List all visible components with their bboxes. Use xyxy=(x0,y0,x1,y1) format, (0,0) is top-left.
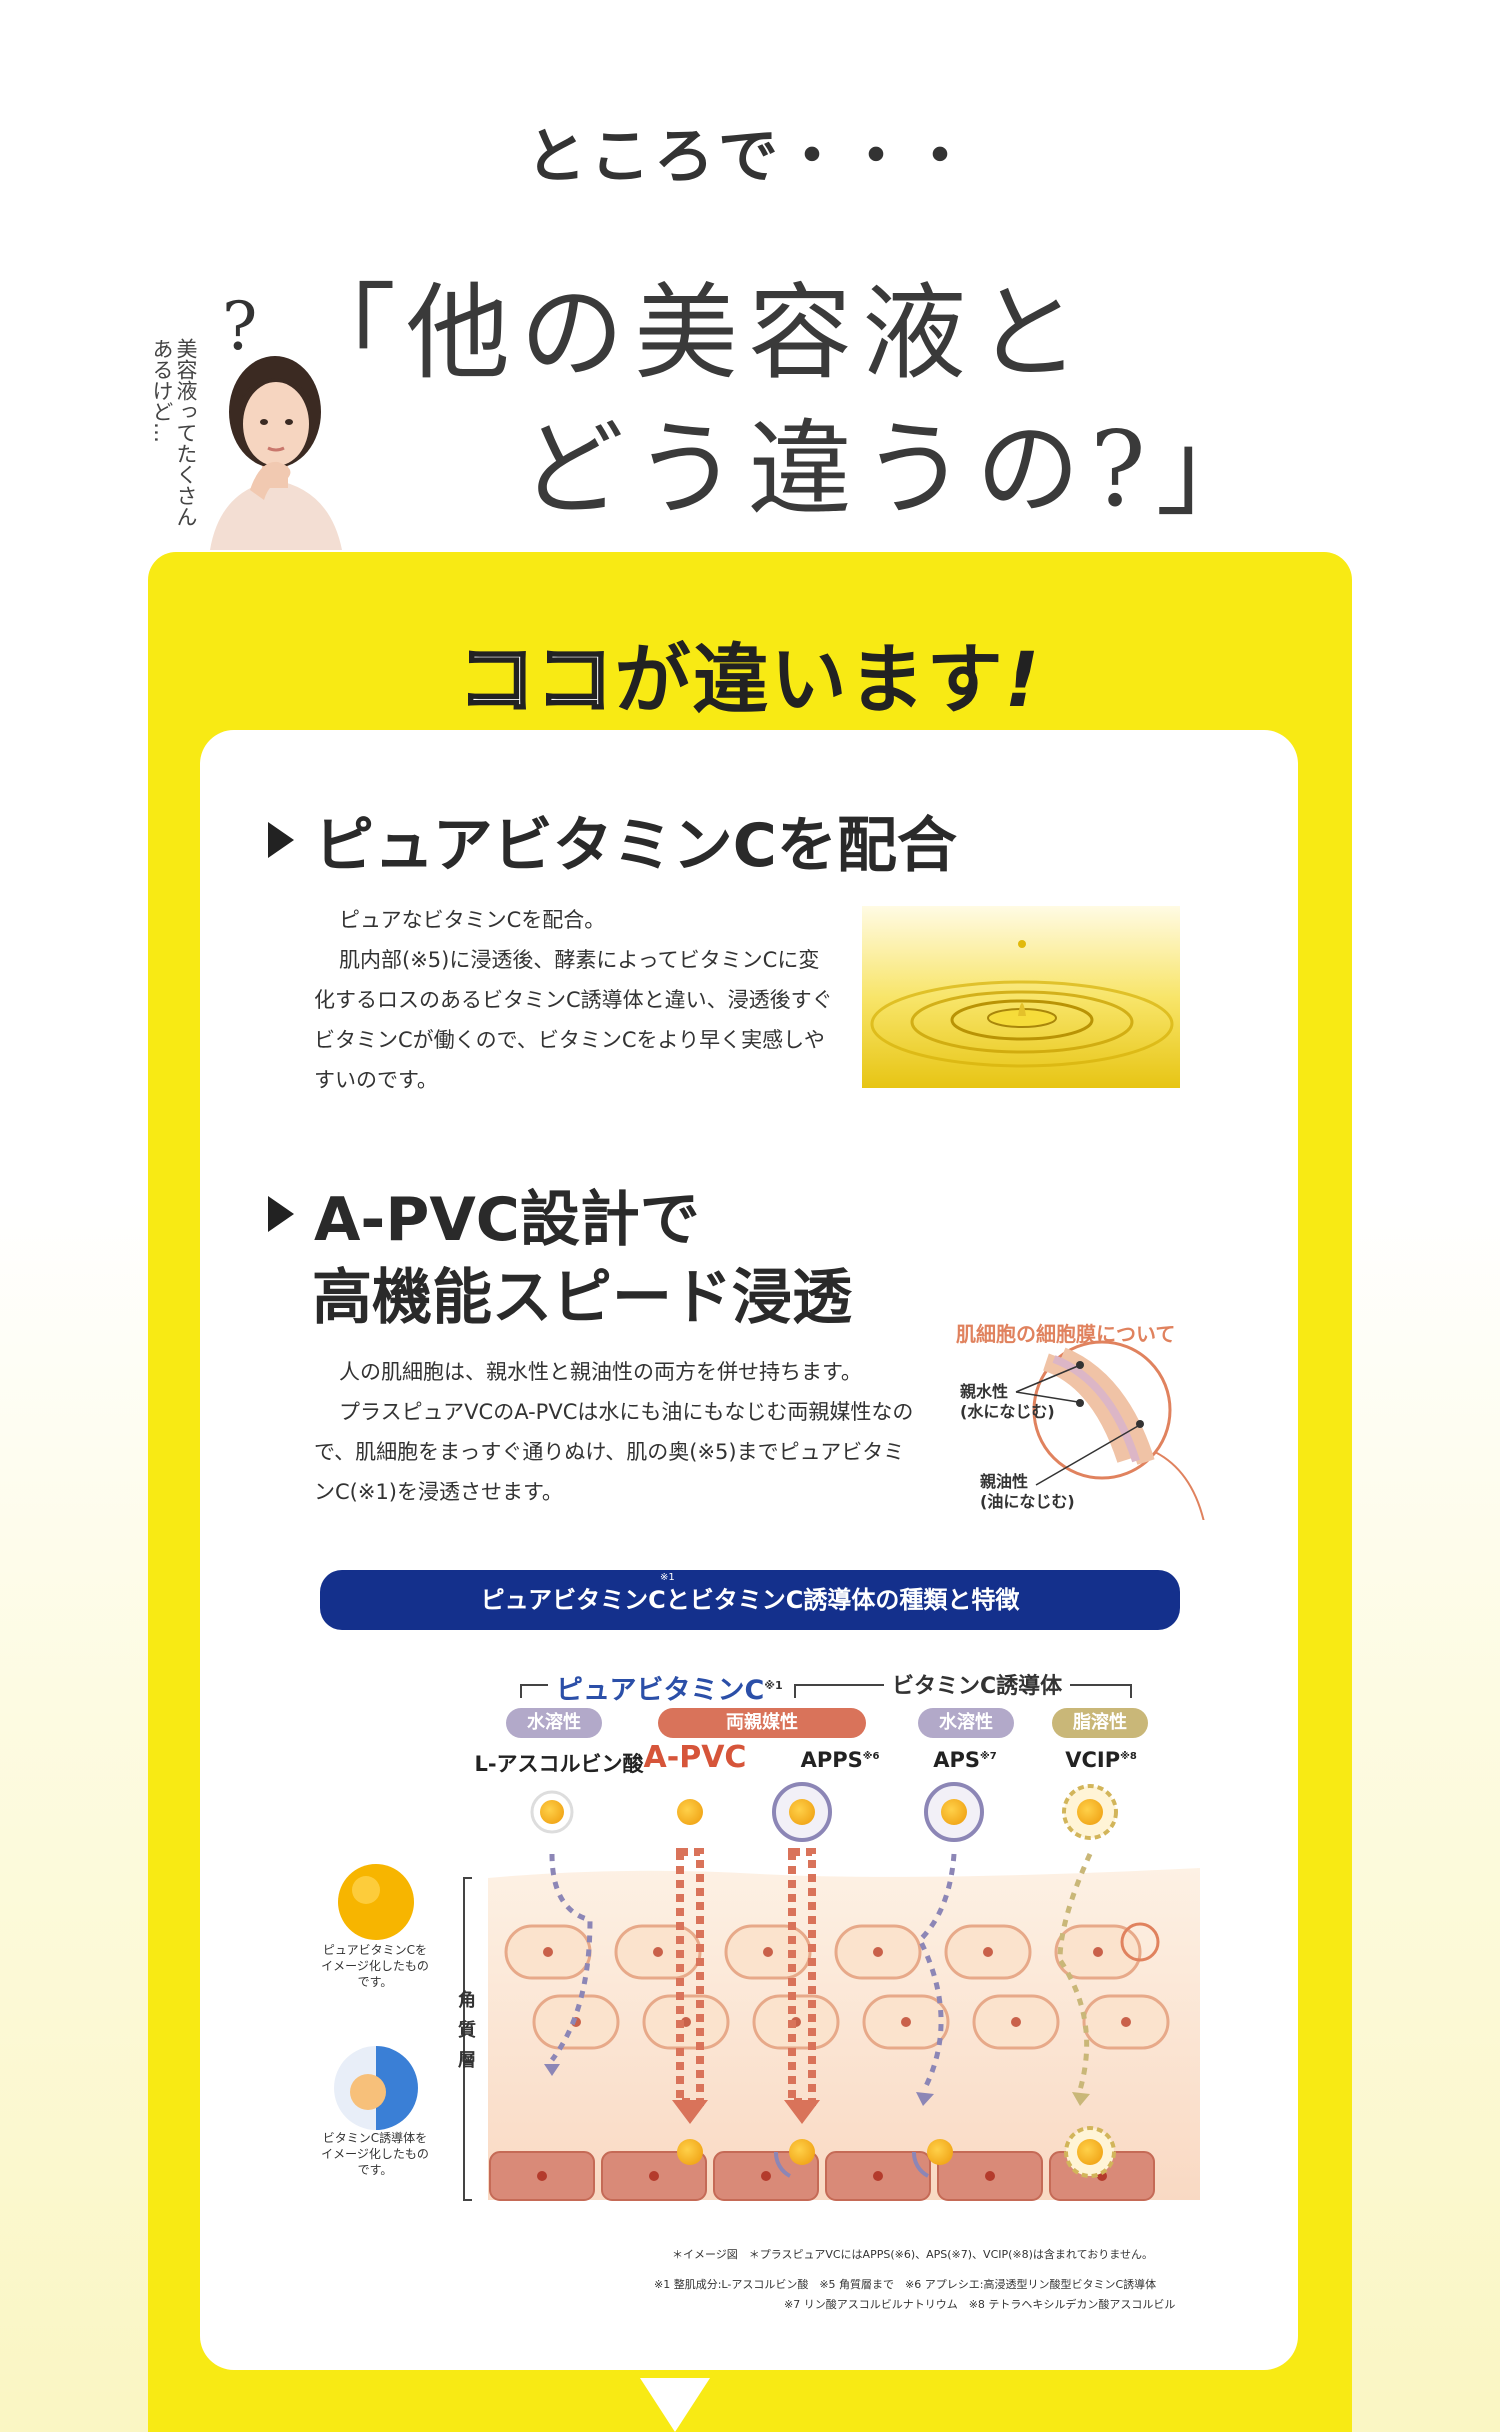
col3-name: APPS※6 xyxy=(790,1748,890,1772)
question-mark: ? xyxy=(222,288,258,365)
panel-arrow-notch xyxy=(640,2378,710,2432)
section1-paragraph2: 肌内部(※5)に浸透後、酵素によってビタミンCに変化するロスのあるビタミンC誘導… xyxy=(314,948,833,1092)
woman-caption: 美容液ってたくさんあるけど… xyxy=(150,338,198,527)
col4-name-text: APS xyxy=(933,1748,981,1772)
col1-name: L-アスコルビン酸 xyxy=(474,1752,644,1776)
comparison-banner: ピュアビタミンCとビタミンC誘導体の種類と特徴 xyxy=(320,1570,1180,1630)
membrane-label-lipophilic: 親油性(油になじむ) xyxy=(980,1472,1075,1512)
image-footnote: ＊イメージ図 ＊プラスピュアVCにはAPPS(※6)、APS(※7)、VCIP(… xyxy=(672,2248,1153,2261)
col5-name-text: VCIP xyxy=(1065,1748,1121,1772)
section1-heading-text: ピュアビタミンCを配合 xyxy=(314,811,957,881)
group-pure-label: ピュアビタミンC※1 xyxy=(548,1668,791,1707)
col2-name: A-PVC xyxy=(643,1740,747,1775)
col5-name: VCIP※8 xyxy=(1056,1748,1146,1772)
triangle-bullet-icon xyxy=(268,822,294,858)
hydrophilic-sub: (水になじむ) xyxy=(960,1402,1055,1421)
col3-note: ※6 xyxy=(862,1751,880,1762)
section2-heading-line2: 高機能スピード浸透 xyxy=(312,1263,852,1333)
lead-text: ところで・・・ xyxy=(526,122,974,192)
col4-note: ※7 xyxy=(980,1751,997,1762)
skin-penetration-diagram xyxy=(463,1782,1200,2201)
panel-title: ココが違います! xyxy=(0,618,1500,728)
pill-col2: 両親媒性 xyxy=(658,1708,866,1738)
panel-title-exclaim: ! xyxy=(1004,635,1042,724)
headline-line2: どう違うの?」 xyxy=(520,408,1270,530)
membrane-title: 肌細胞の細胞膜について xyxy=(956,1322,1176,1346)
legend-derivative-text: ビタミンC誘導体をイメージ化したものです。 xyxy=(321,2131,429,2177)
legend-pure-text: ピュアビタミンCをイメージ化したものです。 xyxy=(321,1943,429,1989)
hydrophilic-label: 親水性 xyxy=(960,1382,1009,1401)
lipophilic-sub: (油になじむ) xyxy=(980,1492,1075,1511)
citation-footnote-1: ※1 整肌成分:L-アスコルビン酸 ※5 角質層まで ※6 アプレシエ:高浸透型… xyxy=(654,2278,1157,2291)
group-pure-note: ※1 xyxy=(764,1679,783,1692)
stratum-corneum-label: 角質層 xyxy=(458,1990,476,2071)
section1-heading: ピュアビタミンCを配合 xyxy=(268,808,957,884)
banner-note: ※1 xyxy=(660,1572,675,1583)
section2-body: 人の肌細胞は、親水性と親油性の両方を併せ持ちます。 プラスピュアVCのA-PVC… xyxy=(314,1352,914,1512)
woman-thinking-photo xyxy=(210,356,342,550)
cell-membrane-diagram xyxy=(1015,1340,1205,1520)
pill-col4: 水溶性 xyxy=(918,1708,1014,1738)
col5-note: ※8 xyxy=(1120,1751,1137,1762)
panel-title-rest: が違います xyxy=(614,635,1005,724)
section2-heading-line1: A-PVC設計で xyxy=(314,1185,700,1255)
lipophilic-label: 親油性 xyxy=(980,1472,1029,1491)
headline-line1: 「他の美容液と xyxy=(292,272,1091,394)
membrane-label-hydrophilic: 親水性(水になじむ) xyxy=(960,1382,1055,1422)
vitamin-c-derivative-capsule-icon xyxy=(334,2046,418,2130)
section2-heading: A-PVC設計で xyxy=(268,1182,700,1258)
panel-title-highlight: ココ xyxy=(457,634,615,726)
pill-col1: 水溶性 xyxy=(506,1708,602,1738)
section1-paragraph1: ピュアなビタミンCを配合。 xyxy=(339,908,606,932)
pill-col5: 脂溶性 xyxy=(1052,1708,1148,1738)
vitamin-drop-photo xyxy=(862,906,1180,1088)
section1-body: ピュアなビタミンCを配合。 肌内部(※5)に浸透後、酵素によってビタミンCに変化… xyxy=(314,900,834,1100)
col4-name: APS※7 xyxy=(920,1748,1010,1772)
group-derivative-label: ビタミンC誘導体 xyxy=(884,1668,1071,1700)
pure-vitamin-c-ball-icon xyxy=(338,1864,414,1940)
section2-paragraph1: 人の肌細胞は、親水性と親油性の両方を併せ持ちます。 xyxy=(339,1360,862,1384)
triangle-bullet-icon xyxy=(268,1196,294,1232)
group-pure-text: ピュアビタミンC xyxy=(556,1675,765,1706)
col3-name-text: APPS xyxy=(800,1748,863,1772)
section2-paragraph2: プラスピュアVCのA-PVCは水にも油にもなじむ両親媒性なので、肌細胞をまっすぐ… xyxy=(314,1400,914,1504)
citation-footnote-2: ※7 リン酸アスコルビルナトリウム ※8 テトラヘキシルデカン酸アスコルビル xyxy=(784,2298,1176,2311)
